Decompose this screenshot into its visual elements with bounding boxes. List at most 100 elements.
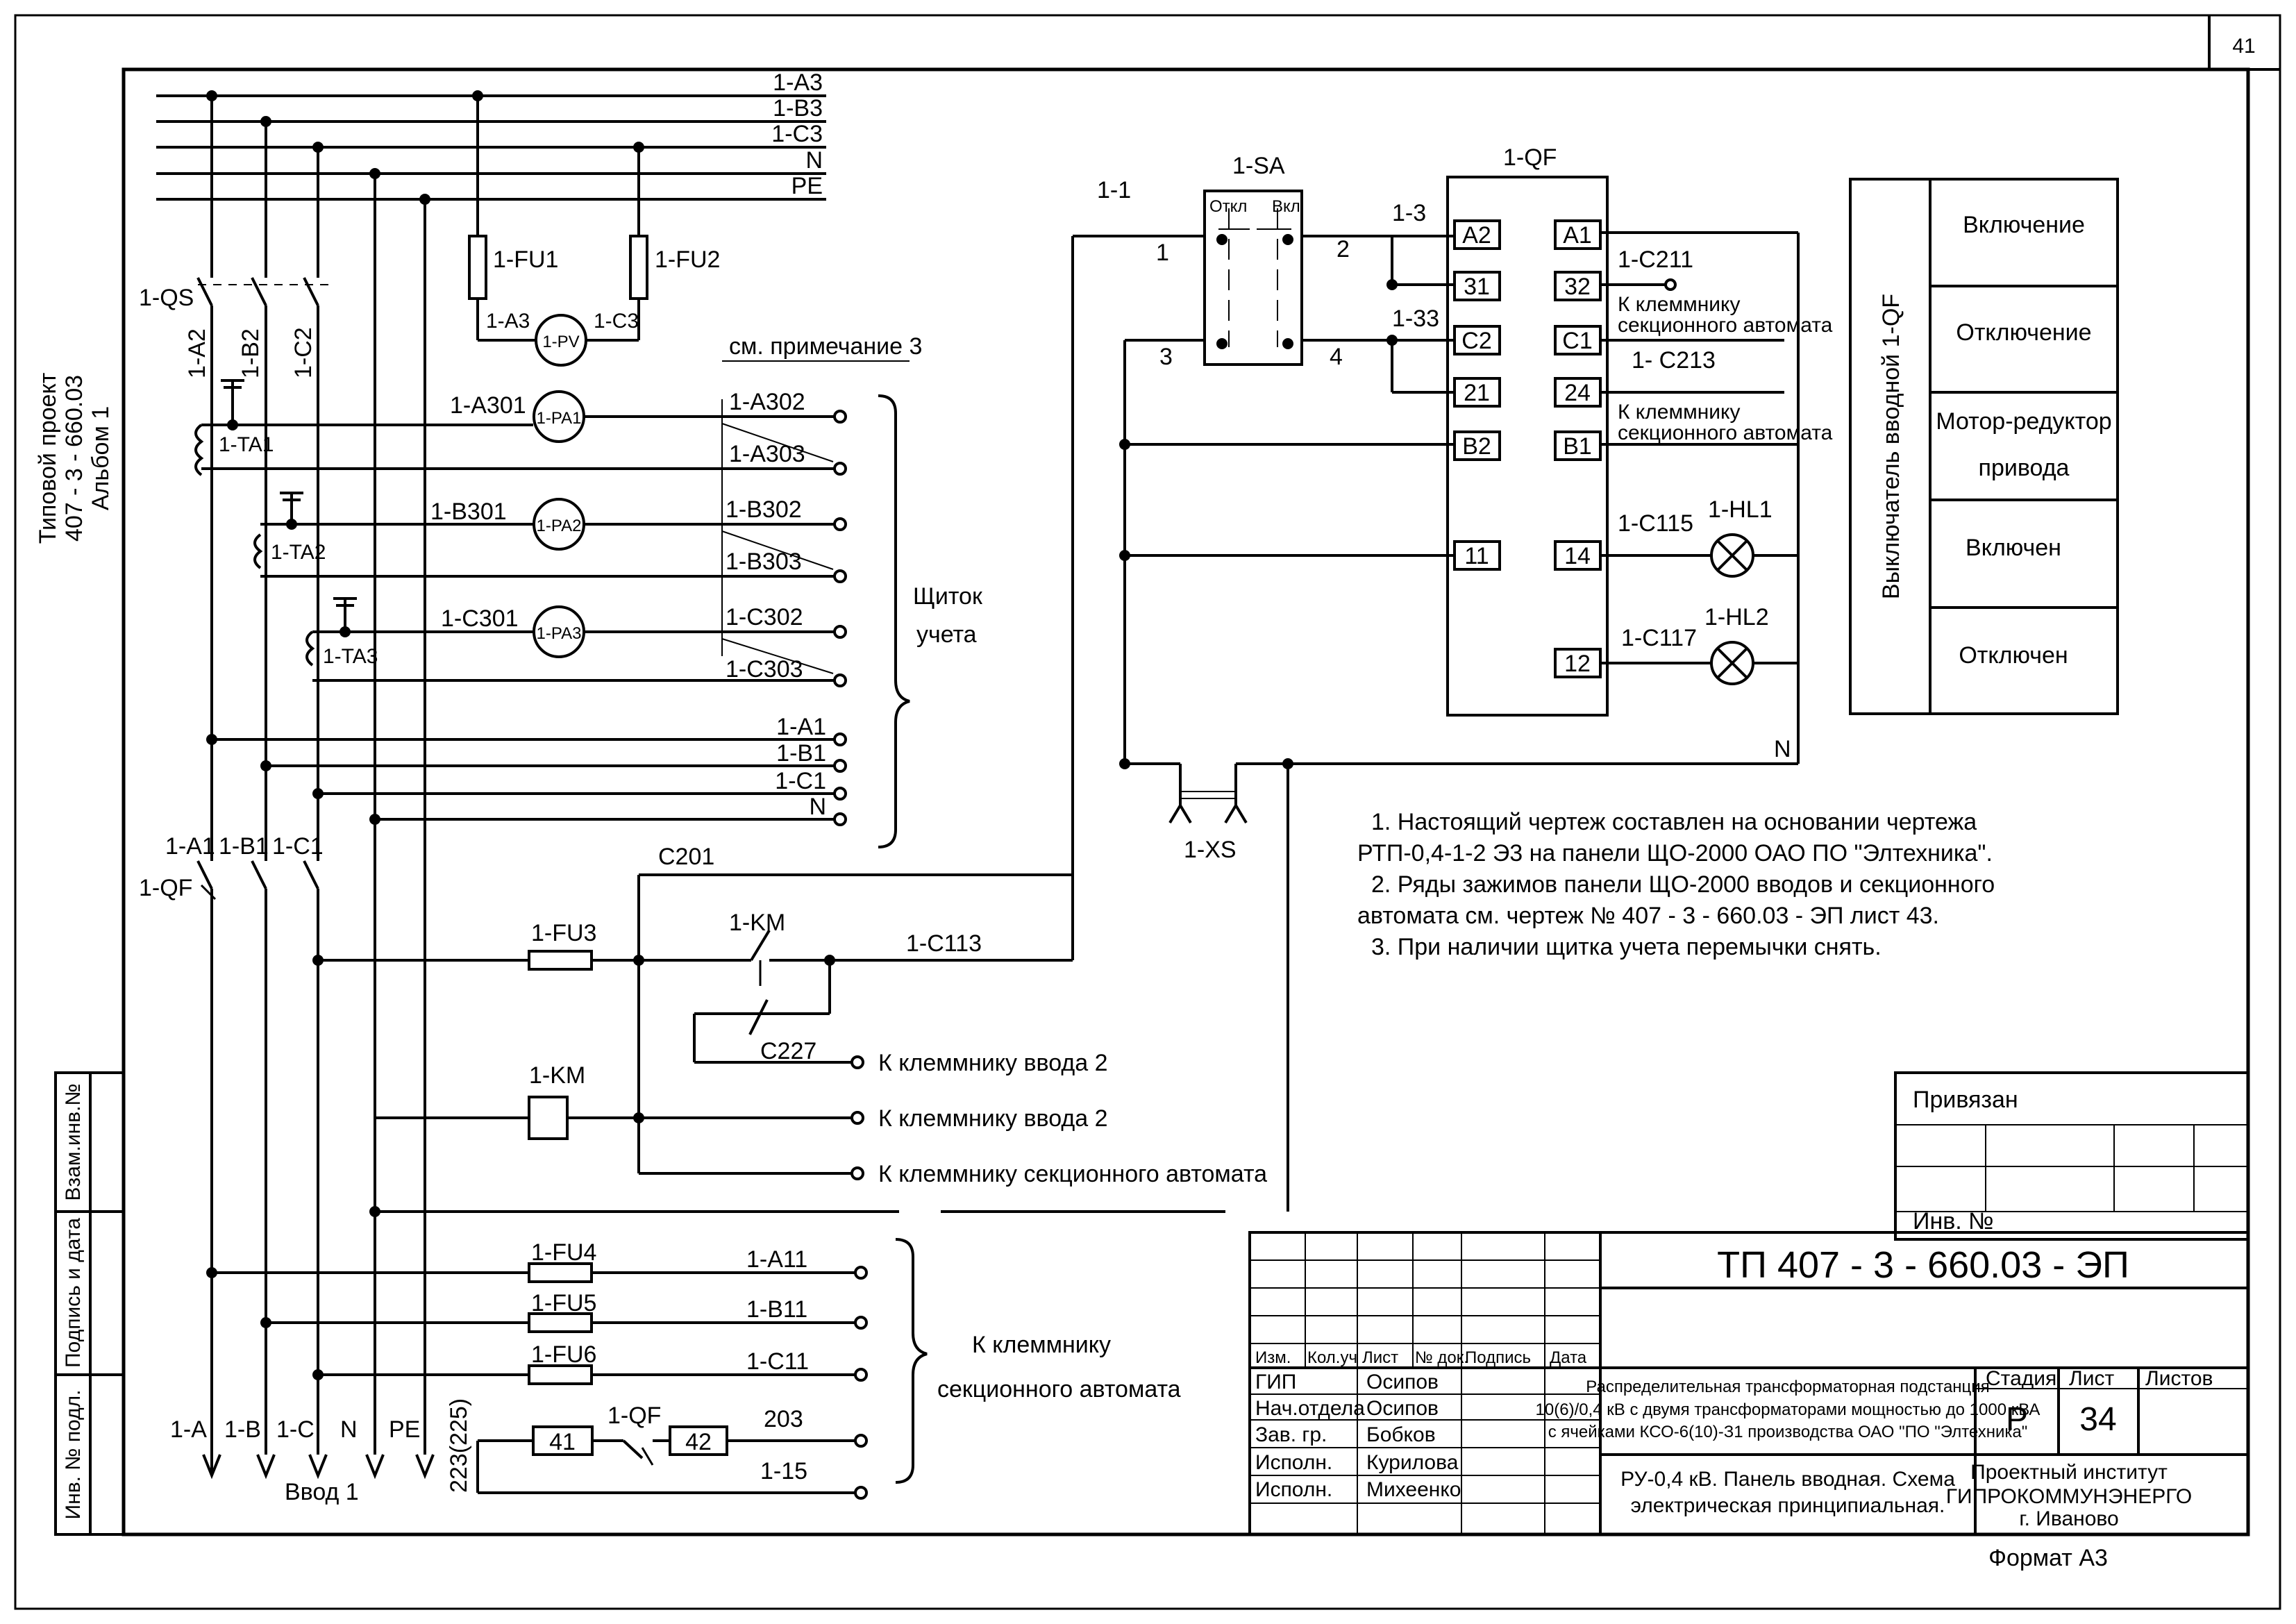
svg-text:407 - 3 - 660.03: 407 - 3 - 660.03 [61, 375, 87, 542]
svg-text:C1: C1 [1562, 328, 1592, 354]
svg-text:Михеенко: Михеенко [1366, 1478, 1461, 1501]
sheet-number: 41 [2232, 35, 2255, 58]
svg-text:1-B11: 1-B11 [746, 1296, 807, 1323]
svg-text:31: 31 [1464, 274, 1490, 300]
svg-text:Откл: Откл [1209, 197, 1247, 216]
svg-text:секционного автомата: секционного автомата [1618, 314, 1833, 337]
svg-text:Лист: Лист [2069, 1367, 2114, 1390]
svg-text:A2: A2 [1462, 222, 1491, 249]
svg-text:Лист: Лист [1362, 1348, 1398, 1367]
svg-text:1-A303: 1-A303 [729, 441, 805, 467]
svg-text:Стадия: Стадия [1986, 1367, 2056, 1390]
control-labels: C201 1-FU3 1-KM 1-C113 C227 1-KM К клемм… [529, 844, 1267, 1187]
svg-text:Инв. №: Инв. № [1913, 1208, 1994, 1234]
svg-text:Щиток: Щиток [913, 583, 983, 610]
svg-text:1-C2: 1-C2 [290, 327, 317, 378]
svg-text:1-PV: 1-PV [542, 333, 579, 351]
svg-text:1-C303: 1-C303 [726, 656, 803, 683]
svg-text:Отключение: Отключение [1956, 319, 2091, 346]
svg-text:К клеммнику: К клеммнику [972, 1332, 1111, 1358]
svg-text:1-C1: 1-C1 [272, 833, 324, 860]
svg-text:Формат А3: Формат А3 [1988, 1545, 2108, 1571]
svg-text:4: 4 [1330, 344, 1343, 370]
svg-text:1-HL1: 1-HL1 [1708, 496, 1773, 523]
phase-taps [212, 733, 847, 826]
qf-control-labels: 1-1 1-SA Откл Вкл 1 2 3 4 1-3 1-33 1-QF … [1097, 144, 1833, 863]
current-meters [194, 360, 910, 848]
svg-text:1-C117: 1-C117 [1621, 625, 1697, 651]
buses [156, 94, 826, 201]
svg-text:1-B1: 1-B1 [776, 740, 826, 767]
svg-text:К клеммнику ввода 2: К клеммнику ввода 2 [878, 1050, 1108, 1076]
svg-text:1-15: 1-15 [760, 1458, 807, 1484]
svg-text:C2: C2 [1461, 328, 1491, 354]
svg-text:1-A3: 1-A3 [486, 310, 530, 333]
svg-text:1-A302: 1-A302 [729, 389, 805, 415]
svg-text:1-A3: 1-A3 [773, 69, 823, 96]
svg-text:Подпись: Подпись [1465, 1348, 1531, 1367]
svg-text:41: 41 [549, 1429, 576, 1455]
svg-text:1-FU2: 1-FU2 [655, 246, 720, 273]
phase-tap-labels: 1-A1 1-B1 1-C1 N 1-A1 1-B1 1-C1 1-QF [139, 714, 826, 901]
fuse-output-labels: 1-FU4 1-A11 1-FU5 1-B11 1-FU6 1-C11 К кл… [170, 1239, 1181, 1505]
svg-text:C201: C201 [658, 844, 714, 870]
svg-text:1-TA1: 1-TA1 [219, 433, 274, 456]
qf-legend-text: Выключатель вводной 1-QF Включение Отклю… [1878, 212, 2112, 669]
svg-text:1-C11: 1-C11 [746, 1348, 809, 1375]
voltmeter-circuit [468, 96, 648, 367]
outer-frame [14, 14, 2281, 1610]
svg-text:1-TA3: 1-TA3 [323, 645, 378, 668]
voltmeter-labels: 1-FU1 1-FU2 1-A3 1-C3 1-PV [486, 246, 720, 351]
svg-text:1-C211: 1-C211 [1618, 246, 1693, 273]
svg-text:24: 24 [1564, 380, 1591, 406]
svg-text:Кол.уч: Кол.уч [1307, 1348, 1357, 1367]
svg-text:Нач.отдела: Нач.отдела [1255, 1397, 1365, 1420]
svg-text:1-QS: 1-QS [139, 285, 194, 311]
svg-text:1-QF: 1-QF [607, 1403, 661, 1429]
svg-text:3: 3 [1159, 344, 1173, 370]
svg-text:автомата см. чертеж № 407 - 3: автомата см. чертеж № 407 - 3 - 660.03 -… [1357, 903, 1939, 929]
svg-text:1-PA1: 1-PA1 [537, 409, 582, 428]
svg-text:1-HL2: 1-HL2 [1704, 604, 1769, 630]
svg-text:1-C301: 1-C301 [441, 605, 519, 632]
svg-text:Исполн.: Исполн. [1255, 1451, 1332, 1474]
svg-text:Р: Р [2006, 1401, 2028, 1438]
svg-text:N: N [805, 147, 823, 174]
svg-text:B2: B2 [1462, 433, 1491, 460]
svg-text:12: 12 [1564, 651, 1591, 677]
svg-text:PE: PE [389, 1416, 420, 1443]
svg-text:1-A1: 1-A1 [776, 714, 826, 740]
qf-legend [1849, 178, 2119, 715]
svg-text:Дата: Дата [1550, 1348, 1587, 1367]
svg-text:1-B301: 1-B301 [430, 499, 507, 525]
svg-text:1-TA2: 1-TA2 [271, 541, 326, 564]
svg-text:203: 203 [764, 1406, 803, 1432]
svg-text:секционного автомата: секционного автомата [1618, 421, 1833, 444]
svg-text:1-C115: 1-C115 [1618, 510, 1693, 537]
svg-text:1-3: 1-3 [1392, 200, 1426, 226]
svg-text:Инв. № подл.: Инв. № подл. [62, 1390, 85, 1520]
svg-text:Вкл: Вкл [1272, 197, 1300, 216]
svg-text:Выключатель вводной 1-QF: Выключатель вводной 1-QF [1878, 294, 1904, 599]
svg-text:учета: учета [916, 621, 977, 648]
svg-text:1-SA: 1-SA [1232, 153, 1285, 179]
svg-text:1-B3: 1-B3 [773, 95, 823, 122]
qs-labels: 1-QS 1-A2 1-B2 1-C2 [139, 285, 317, 378]
drawing-frame [121, 67, 2250, 1537]
svg-text:Проектный институт: Проектный институт [1970, 1461, 2168, 1484]
svg-text:Типовой проект: Типовой проект [35, 373, 61, 544]
svg-text:привода: привода [1979, 455, 2070, 481]
side-title: Типовой проект 407 - 3 - 660.03 Альбом 1 [35, 373, 114, 544]
control-circuit [318, 236, 1289, 1213]
svg-text:с ячейками КСО-6(10)-З1 произв: с ячейками КСО-6(10)-З1 производства ОАО… [1548, 1423, 2028, 1441]
svg-text:Курилова: Курилова [1366, 1451, 1459, 1474]
svg-text:1-FU3: 1-FU3 [531, 920, 596, 946]
svg-text:B1: B1 [1563, 433, 1592, 460]
svg-text:электрическая принципиальная.: электрическая принципиальная. [1631, 1494, 1945, 1517]
svg-text:Исполн.: Исполн. [1255, 1478, 1332, 1501]
current-meter-labels: 1-TA1 1-A301 1-PA1 1-A302 1-A303 1-TA2 1… [219, 333, 983, 683]
svg-text:см. примечание 3: см. примечание 3 [729, 333, 922, 360]
svg-text:1-C3: 1-C3 [594, 310, 639, 333]
svg-text:Распределительная трансформато: Распределительная трансформаторная подст… [1586, 1378, 1989, 1396]
svg-text:Осипов: Осипов [1366, 1371, 1439, 1393]
